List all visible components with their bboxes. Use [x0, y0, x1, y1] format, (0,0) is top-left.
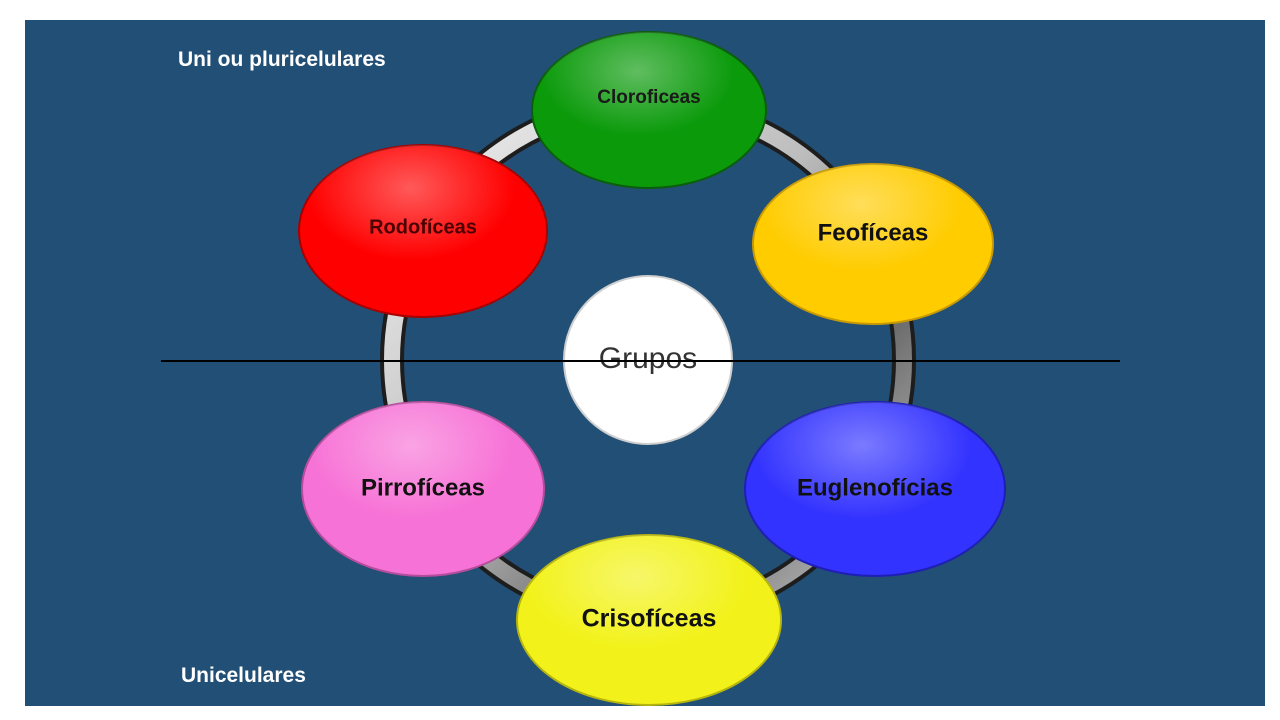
node-rodoficeas-label: Rodofíceas: [369, 216, 477, 238]
node-pirroficeas: Pirrofíceas: [301, 401, 545, 577]
node-rodoficeas: Rodofíceas: [298, 144, 548, 318]
node-euglenoficias: Euglenofícias: [744, 401, 1006, 577]
node-crisoficeas: Crisofíceas: [516, 534, 782, 706]
node-feoficeas-label: Feofíceas: [818, 219, 929, 246]
center-node-label: Grupos: [599, 342, 697, 375]
node-pirroficeas-label: Pirrofíceas: [361, 474, 485, 501]
node-euglenoficias-label: Euglenofícias: [797, 474, 953, 501]
node-cloroficeas: Cloroficeas: [531, 31, 767, 189]
groups-cycle-diagram: Cloroficeas Feofíceas Euglenofícias Cris…: [161, 31, 1120, 706]
lower-region-label: Unicelulares: [181, 664, 306, 687]
node-crisoficeas-label: Crisofíceas: [582, 605, 717, 633]
slide-canvas: Cloroficeas Feofíceas Euglenofícias Cris…: [25, 20, 1265, 706]
node-feoficeas: Feofíceas: [752, 163, 994, 325]
upper-region-label: Uni ou pluricelulares: [178, 48, 386, 71]
node-cloroficeas-label: Cloroficeas: [597, 87, 700, 108]
